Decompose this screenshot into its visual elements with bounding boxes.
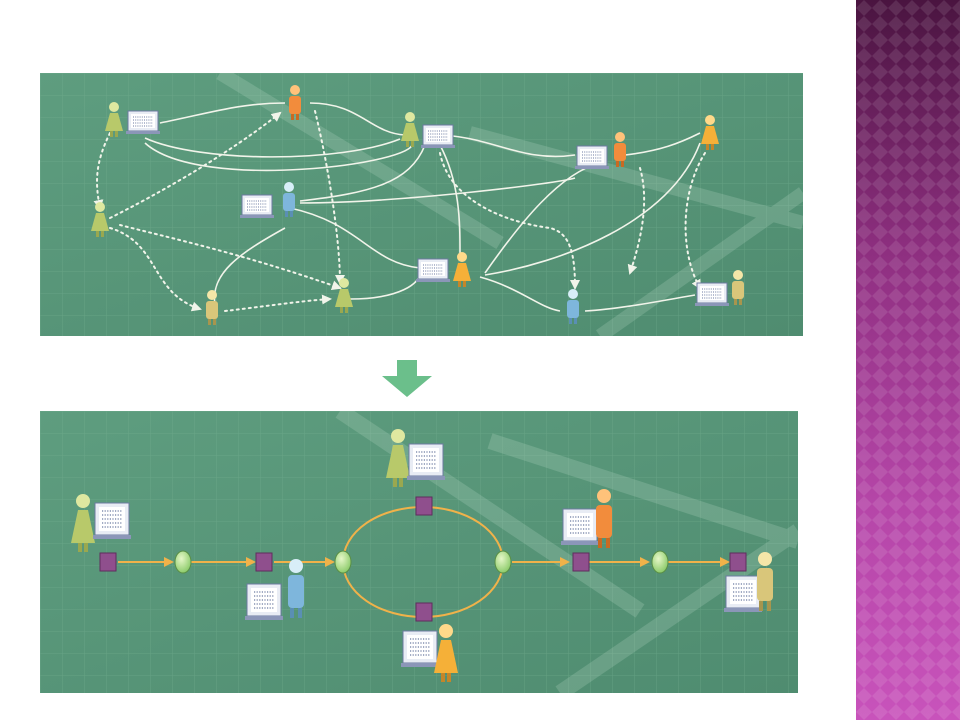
hub-icon (334, 550, 352, 574)
endpoint-square-icon (99, 552, 117, 572)
endpoint-square-icon (415, 602, 433, 622)
endpoint-square-icon (255, 552, 273, 572)
endpoint-square-icon (572, 552, 590, 572)
hub-icon (174, 550, 192, 574)
decorative-side-band (856, 0, 960, 720)
dotted-links[interactable] (93, 110, 706, 312)
hub-icon (651, 550, 669, 574)
endpoint-square-icon (729, 552, 747, 572)
network-diagram-bottom (40, 411, 798, 693)
hub-icon (494, 550, 512, 574)
endpoint-square-icon (415, 496, 433, 516)
down-arrow-icon (382, 360, 432, 397)
network-diagram-top (40, 73, 803, 336)
